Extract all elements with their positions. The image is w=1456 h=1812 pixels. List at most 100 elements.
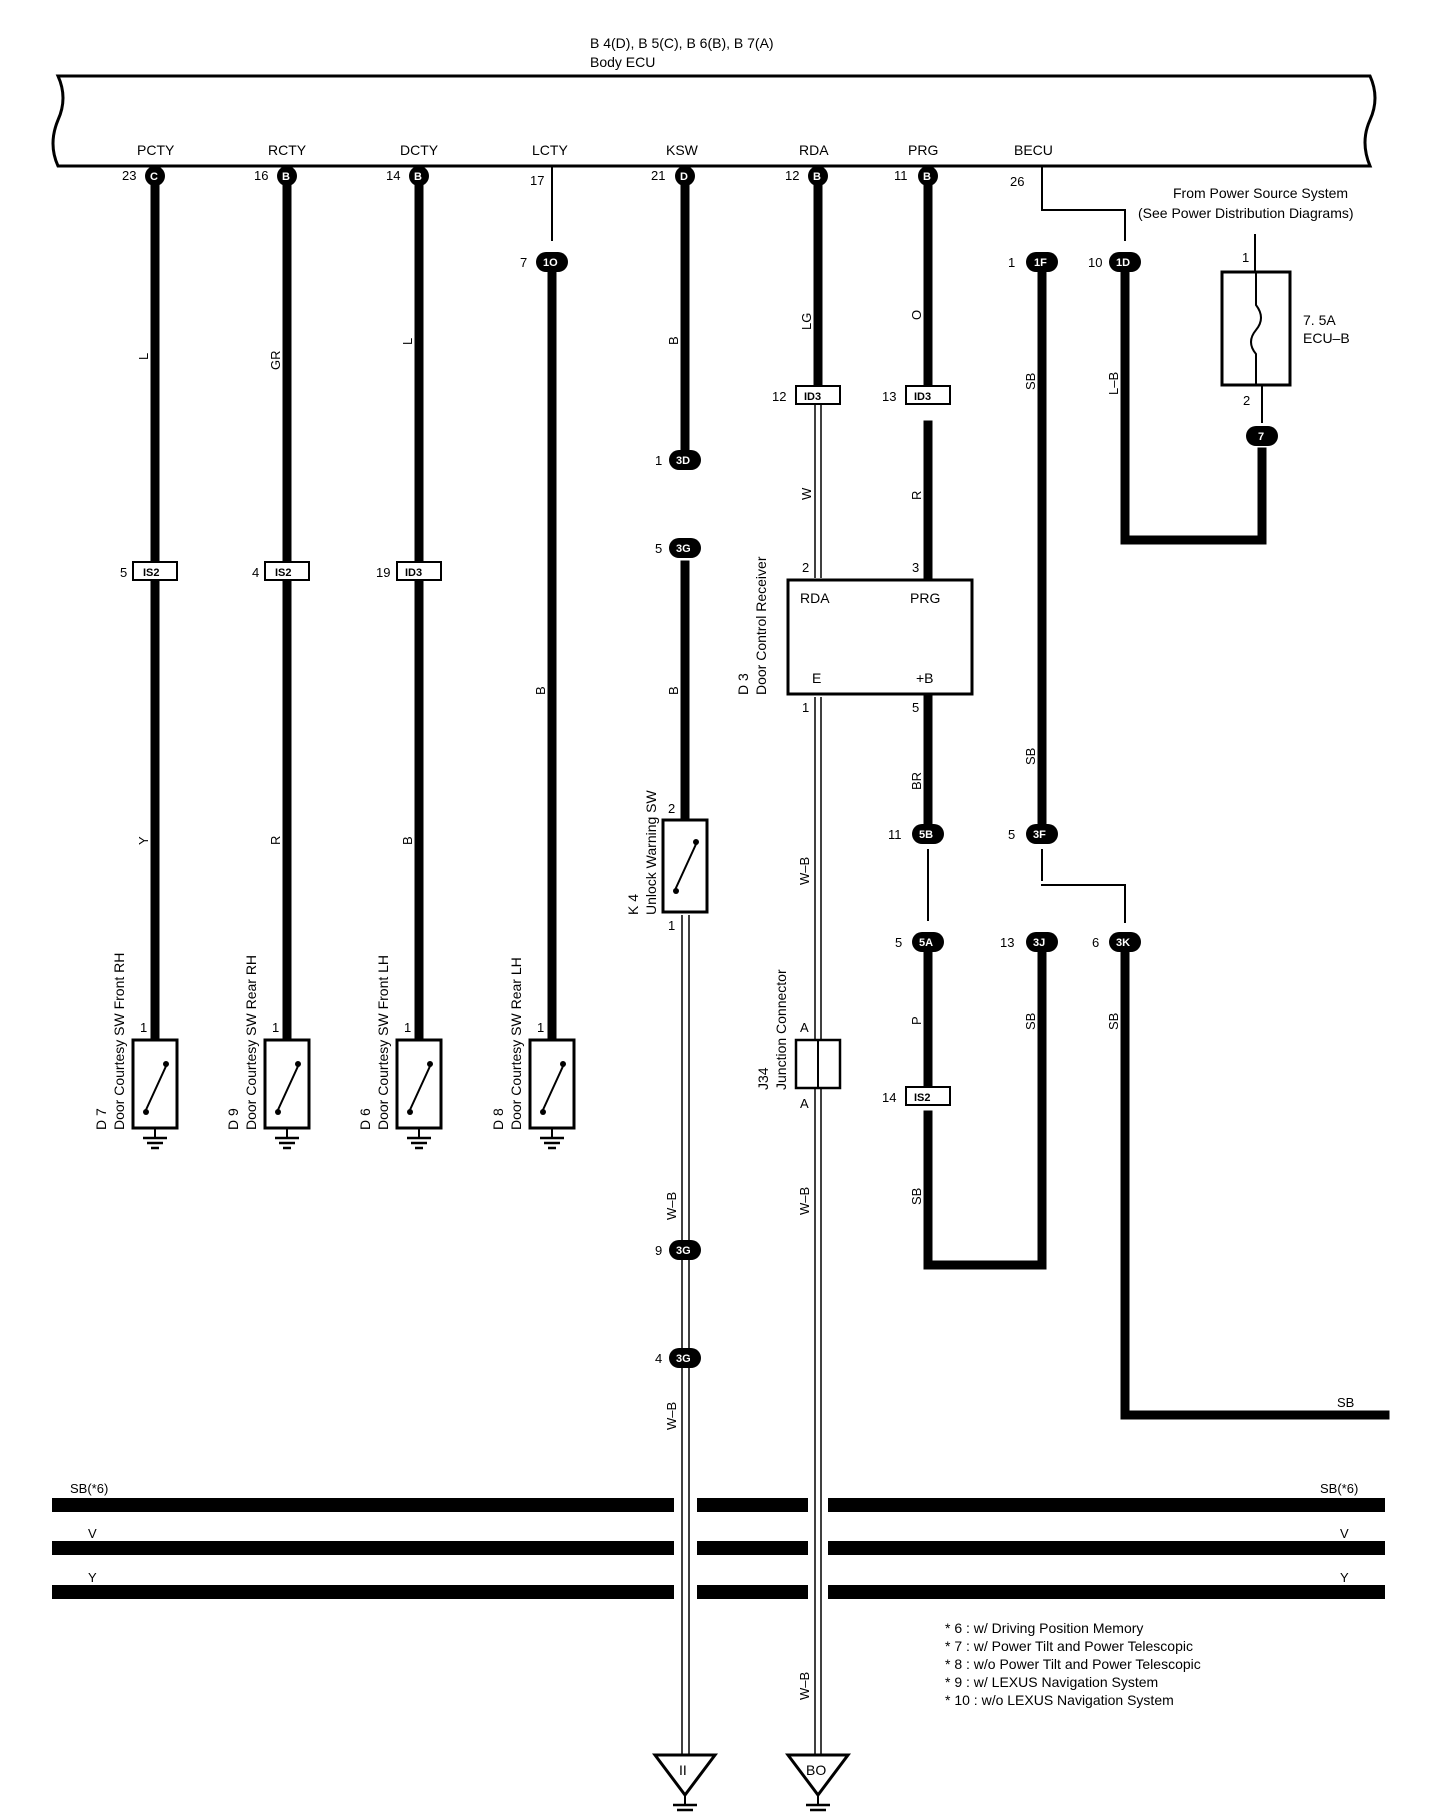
svg-text:IS2: IS2: [275, 567, 292, 579]
svg-text:3: 3: [912, 560, 919, 575]
svg-text:3G: 3G: [676, 1245, 691, 1257]
svg-text:7: 7: [1258, 431, 1264, 443]
bus-right-v: V: [1340, 1526, 1349, 1541]
switch-d8: 1 D 8 Door Courtesy SW Rear LH: [490, 957, 576, 1150]
svg-text:From Power Source System: From Power Source System: [1173, 185, 1348, 201]
svg-text:B: B: [666, 336, 681, 345]
bus-left-v: V: [88, 1526, 97, 1541]
svg-text:O: O: [909, 310, 924, 320]
svg-text:B: B: [414, 171, 422, 183]
switch-d7: 1 D 7 Door Courtesy SW Front RH: [93, 953, 179, 1150]
bus-right-y: Y: [1340, 1570, 1349, 1585]
svg-text:L–B: L–B: [1106, 372, 1121, 395]
wire-color-labels: L Y GR R L B B B B W–B W–B LG W O R W–B …: [136, 310, 1354, 1700]
svg-text:A: A: [800, 1020, 809, 1035]
svg-text:B: B: [813, 171, 821, 183]
svg-text:E: E: [812, 670, 821, 686]
body-ecu: B 4(D), B 5(C), B 6(B), B 7(A) Body ECU: [51, 35, 1377, 168]
svg-text:IS2: IS2: [914, 1092, 931, 1104]
svg-text:6: 6: [1092, 935, 1099, 950]
svg-text:ID3: ID3: [804, 391, 821, 403]
svg-text:(See Power Distribution Diagra: (See Power Distribution Diagrams): [1138, 205, 1354, 221]
bus-left-y: Y: [88, 1570, 97, 1585]
svg-text:2: 2: [1243, 393, 1250, 408]
svg-text:11: 11: [894, 168, 908, 183]
ground-ii: II: [679, 1762, 687, 1778]
bus-right-sb6: SB(*6): [1320, 1481, 1358, 1496]
svg-text:* 8 : w/o Power Tilt and Powe: * 8 : w/o Power Tilt and Power Telescopi…: [945, 1656, 1201, 1672]
svg-text:W: W: [799, 487, 814, 500]
terminal-dcty: DCTY: [400, 142, 439, 158]
svg-text:14: 14: [882, 1090, 896, 1105]
svg-text:B: B: [282, 171, 290, 183]
svg-text:17: 17: [530, 173, 544, 188]
svg-text:3D: 3D: [676, 455, 690, 467]
svg-text:ECU–B: ECU–B: [1303, 330, 1350, 346]
svg-text:3G: 3G: [676, 543, 691, 555]
svg-text:14: 14: [386, 168, 400, 183]
svg-text:B: B: [666, 686, 681, 695]
svg-text:W–B: W–B: [797, 1672, 812, 1700]
bus-left-sb6: SB(*6): [70, 1481, 108, 1496]
svg-text:9: 9: [655, 1243, 662, 1258]
terminal-rcty: RCTY: [268, 142, 307, 158]
svg-text:2: 2: [802, 560, 809, 575]
svg-text:B: B: [400, 836, 415, 845]
svg-text:3J: 3J: [1033, 937, 1045, 949]
svg-text:1: 1: [1008, 255, 1015, 270]
terminal-becu: BECU: [1014, 142, 1053, 158]
svg-text:R: R: [909, 491, 924, 500]
terminal-prg: PRG: [908, 142, 938, 158]
svg-text:1: 1: [537, 1020, 544, 1035]
svg-text:D: D: [680, 171, 688, 183]
svg-text:L: L: [136, 353, 151, 360]
ground-points: II BO: [652, 1753, 851, 1812]
svg-text:5: 5: [895, 935, 902, 950]
svg-text:D 9: D 9: [225, 1108, 241, 1130]
svg-text:SB: SB: [1023, 748, 1038, 765]
fuse-ecu-b: From Power Source System (See Power Dist…: [1138, 185, 1354, 408]
svg-text:B: B: [533, 686, 548, 695]
door-control-receiver: RDA PRG E +B 2 3 1 5 D 3 Door Control Re…: [735, 556, 974, 715]
svg-text:5: 5: [655, 541, 662, 556]
svg-text:W–B: W–B: [797, 857, 812, 885]
svg-text:5: 5: [120, 565, 127, 580]
svg-text:4: 4: [252, 565, 259, 580]
footnotes: * 6 : w/ Driving Position Memory * 7 : w…: [945, 1620, 1201, 1708]
svg-text:7: 7: [520, 255, 527, 270]
svg-text:P: P: [909, 1016, 924, 1025]
svg-text:IS2: IS2: [143, 567, 160, 579]
round-connectors: 1O 7 1F 1 1D 10 3D 1 3G 5 5B 11 3F 5 5A …: [520, 252, 1278, 1368]
svg-text:1F: 1F: [1034, 257, 1047, 269]
terminal-lcty: LCTY: [532, 142, 568, 158]
svg-text:W–B: W–B: [797, 1187, 812, 1215]
svg-text:1O: 1O: [543, 257, 558, 269]
wires: [150, 167, 1390, 1420]
svg-text:K 4: K 4: [625, 894, 641, 915]
svg-text:GR: GR: [268, 351, 283, 371]
svg-text:Door Courtesy SW Front LH: Door Courtesy SW Front LH: [375, 955, 391, 1130]
svg-text:1: 1: [668, 918, 675, 933]
svg-text:L: L: [400, 338, 415, 345]
svg-text:J34: J34: [755, 1067, 771, 1090]
svg-text:1D: 1D: [1116, 257, 1130, 269]
svg-text:7. 5A: 7. 5A: [1303, 312, 1336, 328]
svg-text:Junction Connector: Junction Connector: [773, 969, 789, 1090]
svg-text:11: 11: [888, 827, 902, 842]
terminal-rda: RDA: [799, 142, 829, 158]
svg-text:* 9 : w/ LEXUS Navigation Sys: * 9 : w/ LEXUS Navigation System: [945, 1674, 1158, 1690]
switch-d6: 1 D 6 Door Courtesy SW Front LH: [357, 955, 443, 1150]
svg-text:4: 4: [655, 1351, 662, 1366]
svg-text:ID3: ID3: [405, 567, 422, 579]
svg-text:2: 2: [668, 801, 675, 816]
svg-text:21: 21: [651, 168, 665, 183]
box-connector-labels: ID3 12 ID3 13 IS2 5 IS2 4 ID3 19 IS2 14: [120, 389, 931, 1105]
bus-labels: SB(*6) SB(*6) V V Y Y: [70, 1481, 1358, 1585]
svg-text:SB: SB: [909, 1188, 924, 1205]
svg-text:1: 1: [140, 1020, 147, 1035]
terminal-pcty: PCTY: [137, 142, 175, 158]
svg-text:5B: 5B: [919, 829, 933, 841]
svg-text:3K: 3K: [1116, 937, 1130, 949]
door-courtesy-switches: 1 D 7 Door Courtesy SW Front RH 1 D 9 Do…: [93, 953, 576, 1150]
